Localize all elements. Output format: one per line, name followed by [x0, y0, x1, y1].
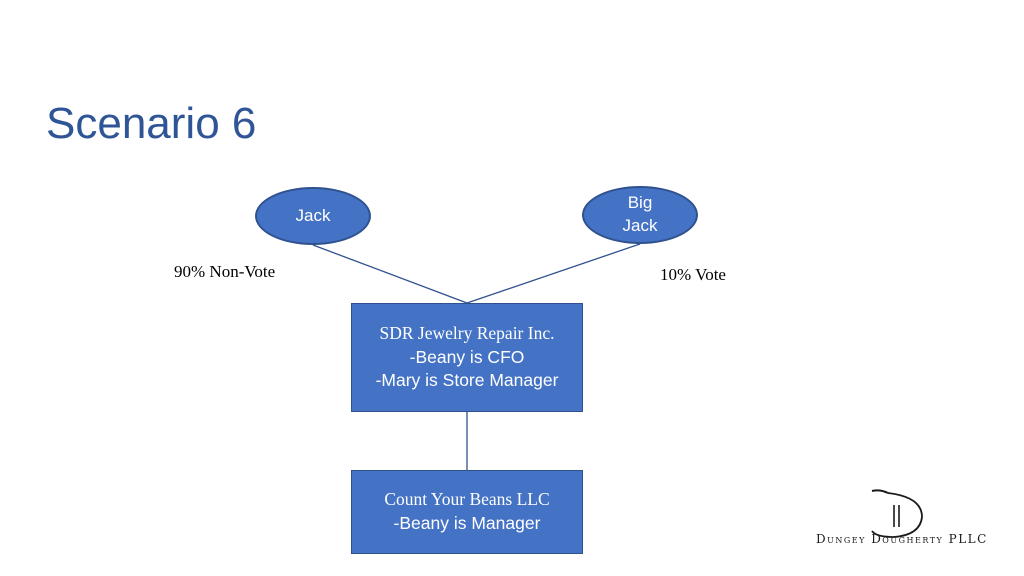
- company-logo-text: Dungey Dougherty PLLC: [816, 532, 988, 546]
- owner-label-big-jack: Big Jack: [615, 192, 665, 238]
- owner-label-big-jack-line2: Jack: [622, 216, 658, 235]
- slide-title: Scenario 6: [46, 99, 257, 148]
- company-logo-mark: [871, 489, 923, 538]
- entity-name-count-your-beans: Count Your Beans LLC: [384, 489, 550, 510]
- entity-role-store-manager: -Mary is Store Manager: [375, 370, 559, 391]
- connector-bigjack-sdr: [466, 243, 641, 304]
- owner-label-big-jack-line1: Big: [627, 193, 653, 213]
- entity-role-manager: -Beany is Manager: [393, 513, 541, 533]
- entity-box-sdr: SDR Jewelry Repair Inc. -Beany is CFO -M…: [351, 303, 583, 412]
- entity-name-sdr: SDR Jewelry Repair Inc.: [379, 323, 555, 344]
- owner-node-jack: Jack: [255, 187, 371, 245]
- connector-jack-sdr: [312, 244, 468, 304]
- edge-label-big-jack: 10% Vote: [660, 265, 726, 284]
- entity-role-cfo: -Beany is CFO: [409, 346, 525, 367]
- owner-label-jack: Jack: [295, 205, 331, 225]
- entity-box-count-your-beans: Count Your Beans LLC -Beany is Manager: [351, 470, 583, 554]
- owner-node-big-jack: Big Jack: [582, 186, 698, 244]
- edge-label-jack: 90% Non-Vote: [174, 262, 276, 281]
